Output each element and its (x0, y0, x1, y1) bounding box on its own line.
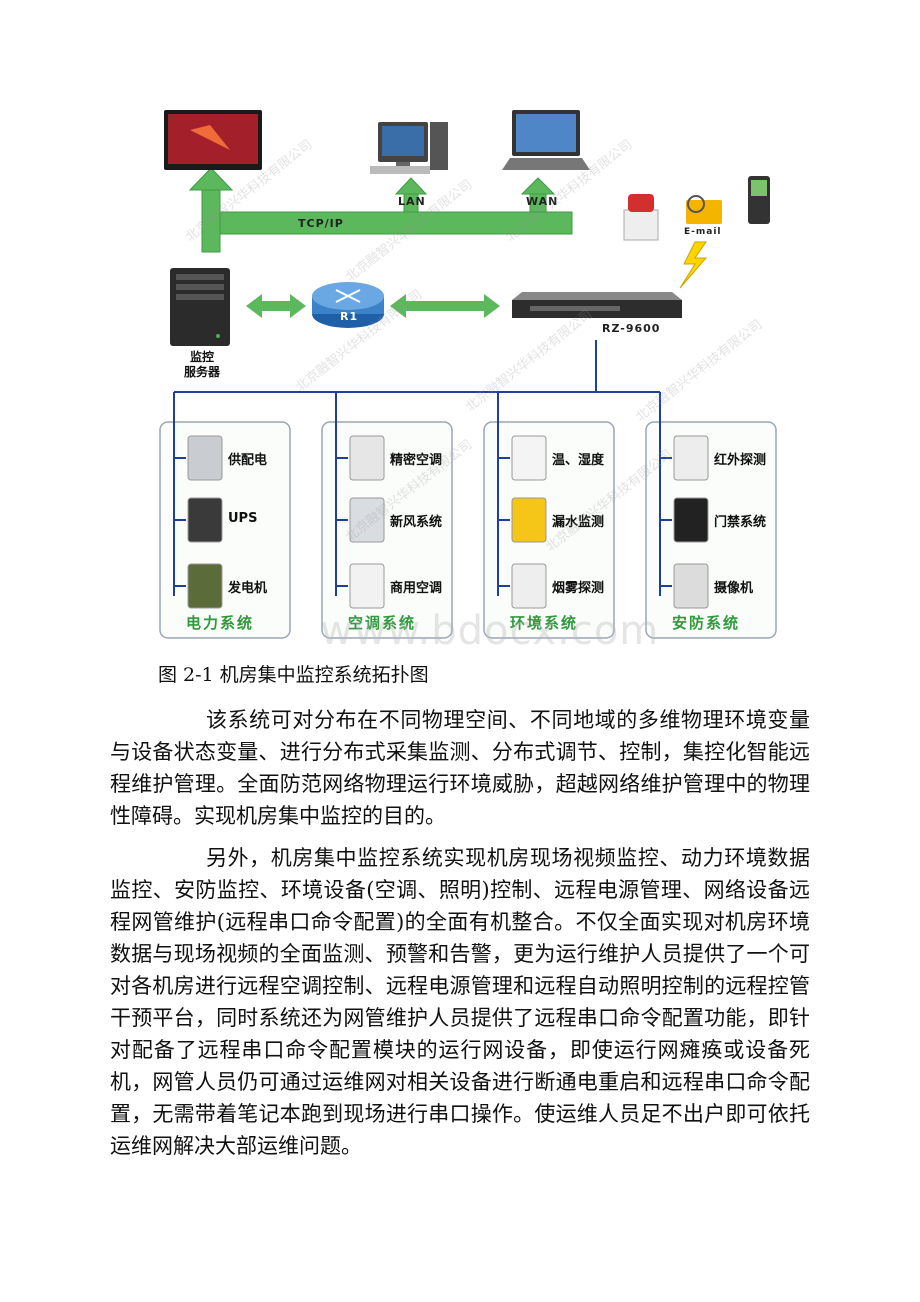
display-screen-icon (164, 110, 262, 170)
wan-label: WAN (526, 195, 559, 208)
lan-label: LAN (398, 195, 426, 208)
mobile-phone-icon (748, 176, 770, 224)
desktop-pc-icon (370, 122, 448, 174)
equipment-icon (511, 563, 547, 609)
equipment-label: 发电机 (228, 581, 268, 596)
site-watermark: www.bdocx.com (320, 608, 660, 654)
email-icon (686, 195, 722, 224)
body-text: 该系统可对分布在不同物理空间、不同地域的多维物理环境变量与设备状态变量、进行分布… (110, 704, 810, 1162)
equipment-icon (187, 435, 223, 481)
equipment-label: 商用空调 (390, 581, 443, 596)
security-system-title: 安防系统 (672, 614, 741, 632)
link-arrow-router-device (390, 294, 500, 318)
paragraph-1: 该系统可对分布在不同物理空间、不同地域的多维物理环境变量与设备状态变量、进行分布… (110, 708, 810, 828)
environment-system-title: 环境系统 (510, 614, 579, 632)
server-label-line1: 监控 (189, 350, 214, 364)
equipment-icon (349, 435, 385, 481)
equipment-label: 温、湿度 (552, 453, 605, 468)
equipment-label: 门禁系统 (714, 515, 767, 530)
equipment-icon (673, 563, 709, 609)
link-arrow-server-router (246, 294, 306, 318)
figure-caption: 图 2-1 机房集中监控系统拓扑图 (158, 664, 429, 686)
equipment-icon (187, 497, 223, 543)
topology-graphics (159, 110, 777, 639)
aircon-system-title: 空调系统 (348, 614, 417, 632)
topology-diagram: TCP/IP LAN WAN E-mail R1 RZ-9600 监控 服务器 … (150, 100, 790, 645)
router-icon (312, 282, 384, 328)
equipment-icon (673, 497, 709, 543)
equipment-icon (511, 435, 547, 481)
device-model-label: RZ-9600 (602, 322, 661, 335)
monitoring-server-icon (170, 268, 230, 346)
server-label-line2: 服务器 (183, 365, 220, 379)
paragraph-2: 另外，机房集中监控系统实现机房现场视频监控、动力环境数据监控、安防监控、环境设备… (110, 846, 810, 1158)
server-label: 监控 服务器 (172, 350, 232, 380)
equipment-icon (349, 497, 385, 543)
equipment-icon (673, 435, 709, 481)
equipment-icon (511, 497, 547, 543)
rz9600-device-icon (512, 292, 682, 318)
laptop-icon (502, 110, 590, 170)
equipment-label: 摄像机 (714, 581, 754, 596)
alarm-siren-icon (623, 194, 659, 241)
equipment-label: 漏水监测 (552, 515, 605, 530)
tcpip-label: TCP/IP (298, 217, 344, 230)
equipment-label: UPS (228, 511, 258, 526)
power-system-title: 电力系统 (186, 614, 255, 632)
power-system-box (159, 421, 291, 639)
equipment-label: 红外探测 (714, 453, 767, 468)
distribution-bus (174, 340, 660, 393)
lightning-icon (679, 241, 708, 289)
equipment-icon (187, 563, 223, 609)
tcpip-arrow-bar (188, 167, 573, 253)
equipment-label: 精密空调 (390, 453, 443, 468)
router-label: R1 (340, 310, 359, 323)
equipment-icon (349, 563, 385, 609)
equipment-label: 新风系统 (390, 515, 443, 530)
equipment-label: 烟雾探测 (552, 581, 605, 596)
equipment-label: 供配电 (228, 453, 268, 468)
email-label: E-mail (684, 227, 722, 237)
